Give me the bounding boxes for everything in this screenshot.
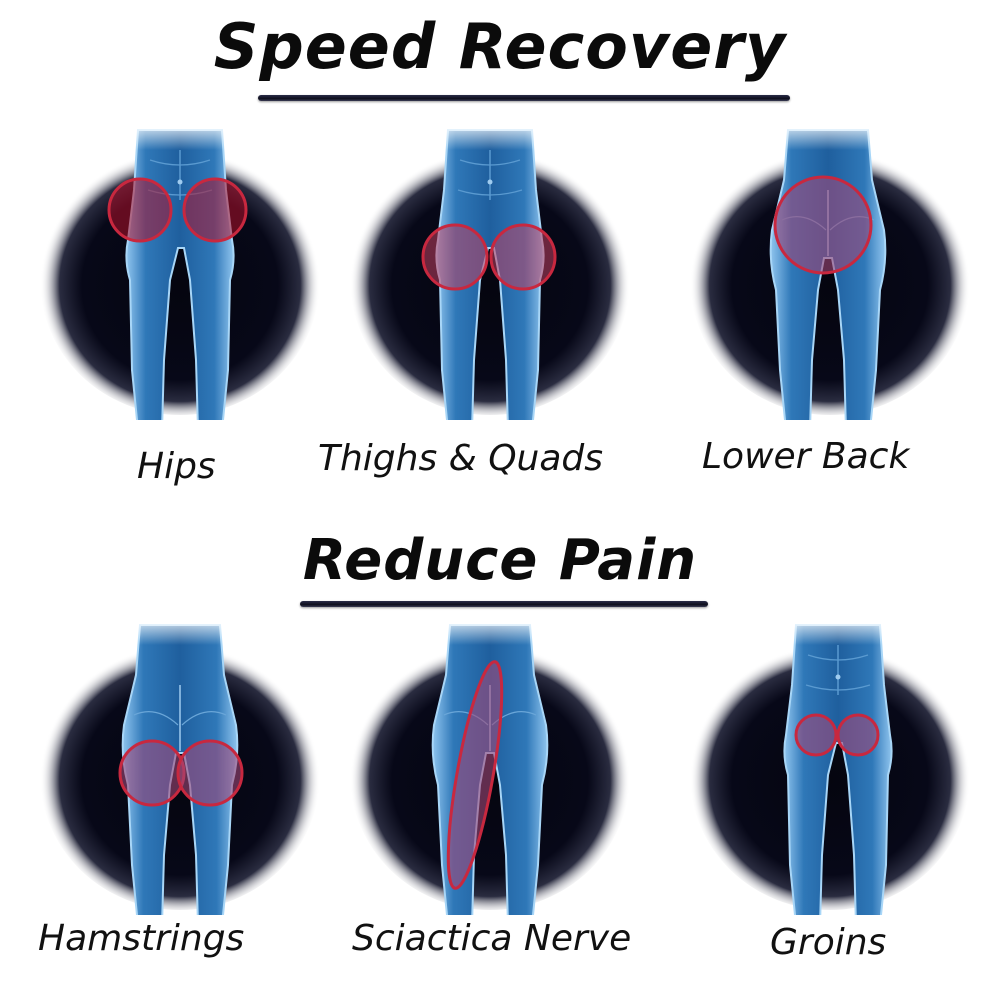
highlight-groin-right [836,713,880,757]
figure-hips [30,120,330,420]
highlight-groin-left [794,713,838,757]
highlight-hip-left [107,177,173,243]
figure-sciatica-nerve [340,615,640,915]
figure-hamstrings [30,615,330,915]
body-back-icon [30,615,330,915]
figure-lower-back [680,120,980,420]
highlight-hip-right [182,177,248,243]
body-back-icon [340,615,640,915]
body-front-icon [30,120,330,420]
highlight-thigh-left [421,223,489,291]
body-back-icon [680,120,980,420]
label-thighs-quads: Thighs & Quads [318,438,604,479]
highlight-lower-back [773,175,873,275]
label-lower-back: Lower Back [702,436,910,477]
label-hips: Hips [137,446,216,487]
body-front-icon [340,120,640,420]
highlight-thigh-right [489,223,557,291]
highlight-hamstring-right [176,739,244,807]
figure-groins [680,615,980,915]
section-title-reduce-pain: Reduce Pain [302,528,698,593]
title-underline [300,601,708,607]
highlight-sciatic-nerve [446,660,504,890]
highlight-hamstring-left [118,739,186,807]
body-front-icon [680,615,980,915]
section-title-speed-recovery: Speed Recovery [213,10,787,83]
figure-thighs-quads [340,120,640,420]
title-underline [258,95,790,101]
label-groins: Groins [770,922,887,963]
label-sciatica-nerve: Sciactica Nerve [352,918,632,959]
label-hamstrings: Hamstrings [38,918,245,959]
